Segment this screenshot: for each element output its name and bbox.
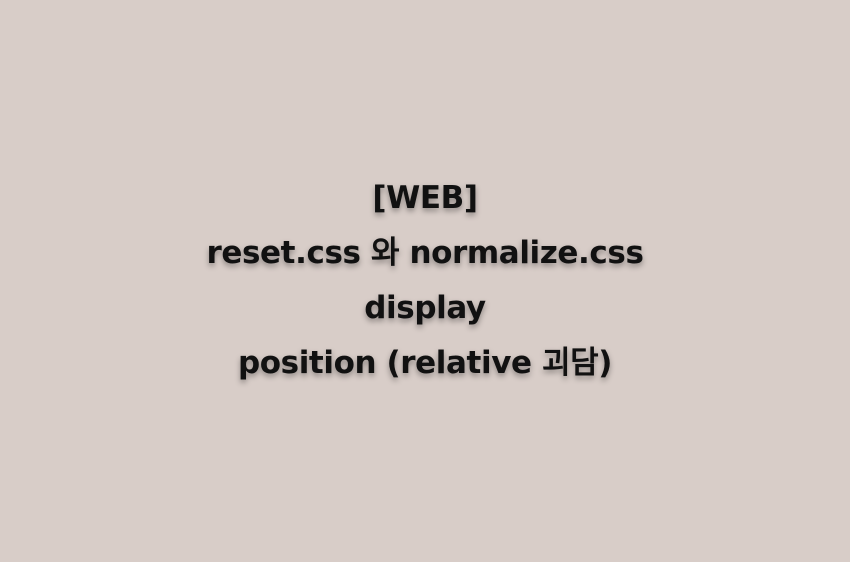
title-line-2: reset.css 와 normalize.css — [206, 235, 644, 271]
title-line-3: display — [364, 290, 486, 326]
title-line-4: position (relative 괴담) — [237, 345, 613, 381]
title-line-1: [WEB] — [372, 180, 478, 216]
title-block: [WEB] reset.css 와 normalize.css display … — [206, 171, 643, 391]
